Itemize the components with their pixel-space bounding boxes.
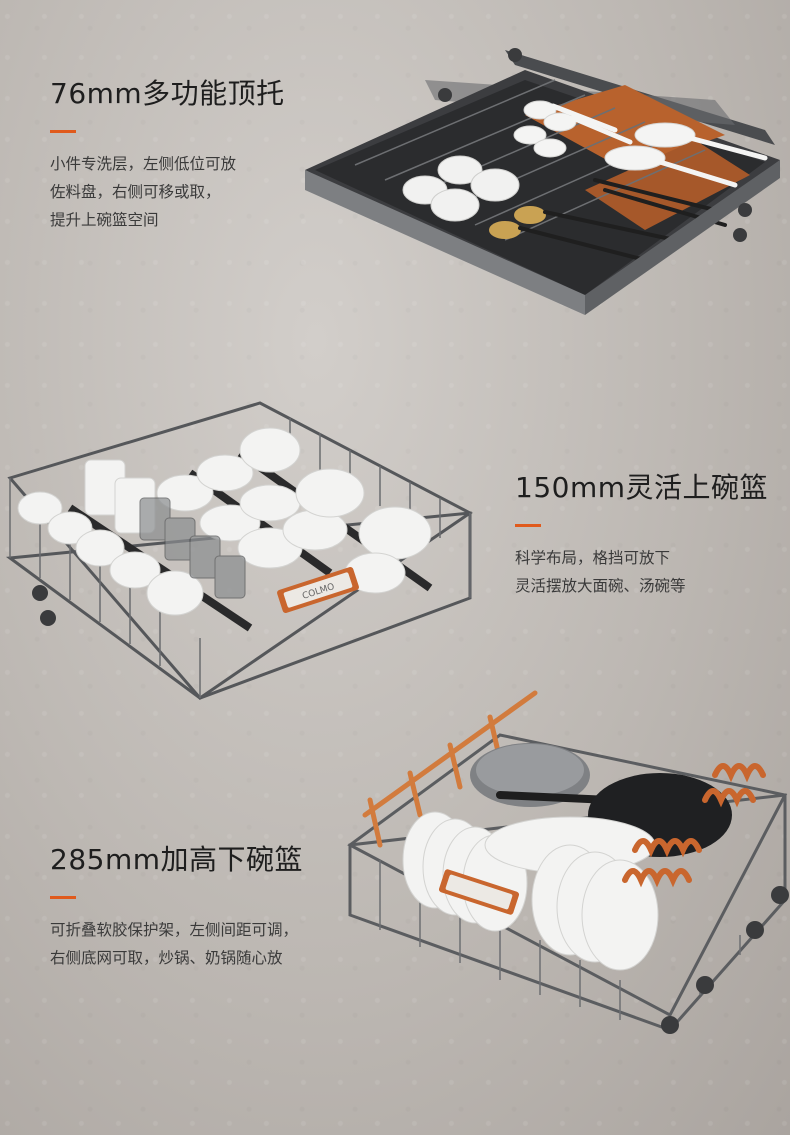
feature-lower-basket: 285mm加高下碗篮 可折叠软胶保护架，左侧间距可调， 右侧底网可取，炒锅、奶锅…: [50, 838, 303, 972]
accent-divider: [50, 896, 76, 899]
feature-top-tray: 76mm多功能顶托 小件专洗层，左侧低位可放 佐料盘，右侧可移或取， 提升上碗篮…: [50, 72, 285, 234]
upper-basket-icon: COLMO: [5, 401, 473, 700]
feature-title: 285mm加高下碗篮: [50, 843, 303, 876]
lower-basket-icon: [347, 690, 789, 1034]
feature-title: 150mm灵活上碗篮: [515, 471, 768, 504]
feature-title: 76mm多功能顶托: [50, 77, 285, 110]
accent-divider: [515, 524, 541, 527]
feature-description: 科学布局，格挡可放下 灵活摆放大面碗、汤碗等: [515, 549, 686, 595]
feature-upper-basket: 150mm灵活上碗篮 科学布局，格挡可放下 灵活摆放大面碗、汤碗等: [515, 466, 768, 600]
basket-label: COLMO: [277, 567, 359, 613]
accent-divider: [50, 130, 76, 133]
feature-description: 可折叠软胶保护架，左侧间距可调， 右侧底网可取，炒锅、奶锅随心放: [50, 921, 299, 967]
feature-description: 小件专洗层，左侧低位可放 佐料盘，右侧可移或取， 提升上碗篮空间: [50, 155, 237, 229]
cutlery-tray-icon: [305, 48, 780, 315]
